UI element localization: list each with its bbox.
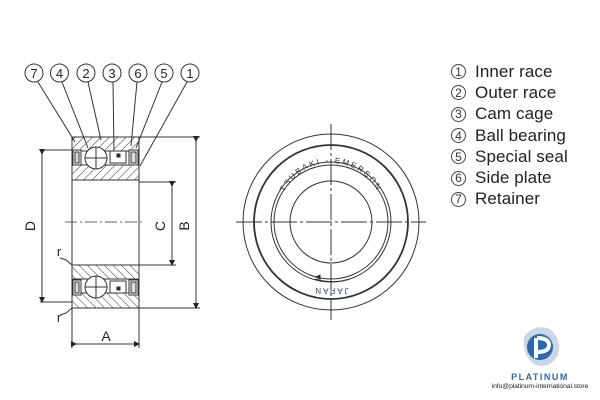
front-view (236, 124, 426, 320)
legend-item-special-seal: 5 Special seal (451, 146, 600, 167)
callout-1: 1 (186, 66, 193, 81)
legend-number: 2 (451, 85, 466, 101)
legend-number: 1 (451, 64, 466, 80)
legend-item-outer-race: 2 Outer race (451, 82, 600, 103)
top-section (71, 136, 140, 181)
legend-label: Outer race (475, 82, 557, 102)
legend-label: Side plate (475, 168, 552, 188)
parts-legend: 1 Inner race 2 Outer race 3 Cam cage 4 B… (451, 61, 600, 210)
dim-label-D: D (22, 221, 38, 231)
brand-block: PLATINUM info@platinum-international.sto… (480, 326, 600, 390)
legend-label: Cam cage (475, 104, 554, 124)
legend-item-ball-bearing: 4 Ball bearing (451, 125, 600, 146)
callout-2: 2 (82, 66, 89, 81)
legend-label: Retainer (475, 189, 541, 209)
legend-item-cam-cage: 3 Cam cage (451, 104, 600, 125)
legend-number: 4 (451, 128, 466, 144)
brand-email-link[interactable]: info@platinum-international.store (491, 383, 589, 390)
legend-label: Inner race (475, 61, 553, 81)
dim-label-r-bottom: r (57, 310, 62, 325)
legend-label: Ball bearing (475, 125, 566, 145)
section-view (24, 63, 200, 348)
legend-number: 7 (451, 191, 466, 207)
legend-number: 3 (451, 106, 466, 122)
bottom-section (71, 264, 140, 309)
legend-label: Special seal (475, 146, 568, 166)
legend-number: 6 (451, 170, 466, 186)
marking-bottom: JAPAN (313, 286, 348, 295)
dim-label-C: C (152, 221, 168, 231)
dim-label-B: B (176, 221, 192, 230)
dim-label-r-top: r (57, 244, 62, 259)
dim-label-A: A (101, 328, 111, 344)
legend-number: 5 (451, 149, 466, 165)
platinum-logo-icon (523, 327, 559, 366)
legend-item-side-plate: 6 Side plate (451, 167, 600, 188)
callout-3: 3 (108, 66, 115, 81)
callouts (24, 63, 200, 167)
callout-numbers: 7 4 2 3 6 5 1 (30, 66, 193, 81)
brand-name: PLATINUM (511, 372, 569, 382)
callout-4: 4 (56, 66, 63, 81)
legend-item-inner-race: 1 Inner race (451, 61, 600, 82)
callout-7: 7 (30, 66, 37, 81)
legend-item-retainer: 7 Retainer (451, 189, 600, 210)
callout-6: 6 (134, 66, 141, 81)
callout-5: 5 (160, 66, 167, 81)
